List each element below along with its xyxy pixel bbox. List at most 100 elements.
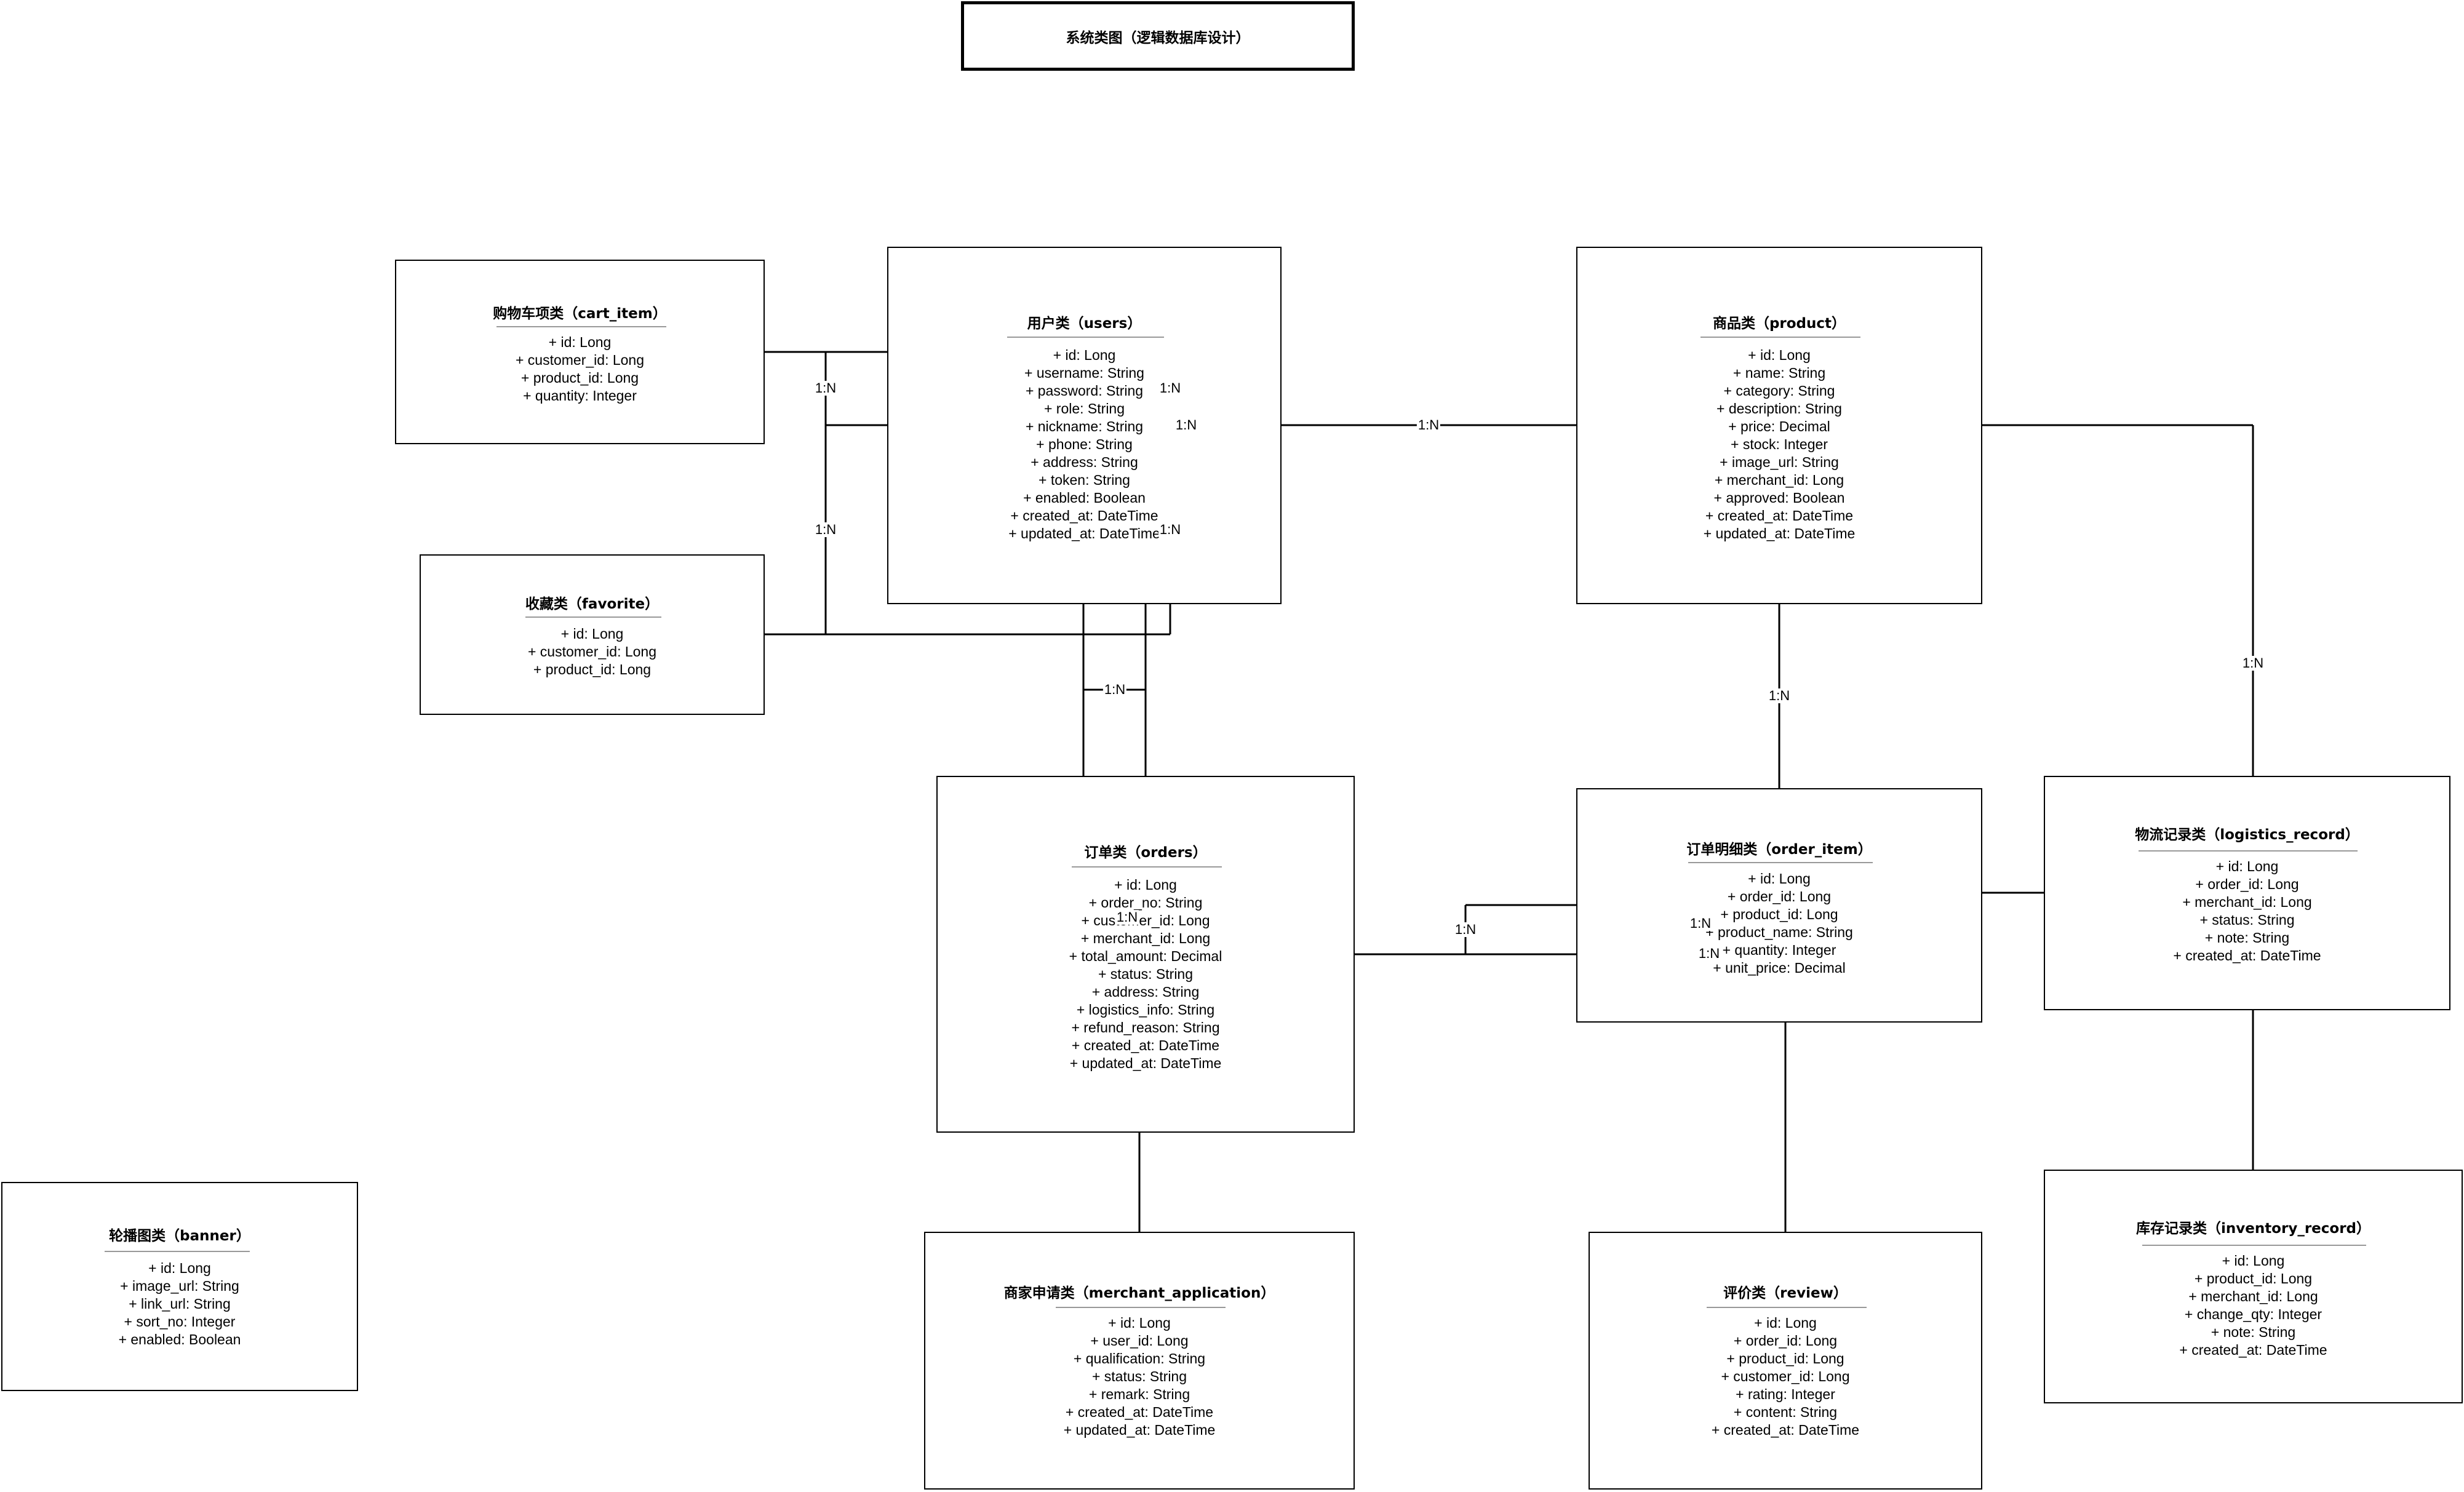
- class-field: + address: String: [1091, 984, 1200, 1000]
- class-field: + note: String: [2211, 1324, 2296, 1340]
- class-field: + order_id: Long: [1727, 888, 1832, 904]
- class-field: + product_name: String: [1705, 924, 1853, 940]
- class-title: 评价类（review）: [1723, 1285, 1848, 1301]
- class-title: 商家申请类（merchant_application）: [1003, 1285, 1275, 1301]
- class-orders: 订单类（orders） + id: Long+ order_no: String…: [936, 776, 1355, 1133]
- class-field: + merchant_id: Long: [2188, 1288, 2318, 1304]
- class-field: + id: Long: [148, 1260, 211, 1276]
- class-field: + price: Decimal: [1728, 418, 1830, 434]
- class-field: + created_at: DateTime: [1071, 1037, 1220, 1053]
- class-field: + status: String: [1098, 966, 1194, 982]
- class-review: 评价类（review） + id: Long+ order_id: Long+ …: [1589, 1232, 1982, 1490]
- class-logistics-record: 物流记录类（logistics_record） + id: Long + orde…: [2044, 776, 2450, 1010]
- class-field: + updated_at: DateTime: [1069, 1055, 1222, 1071]
- class-fields: + id: Long+ order_id: Long+ product_id: …: [1577, 870, 1981, 977]
- class-field: + order_id: Long: [2195, 876, 2299, 892]
- relation-label: 1:N: [1416, 417, 1441, 433]
- class-title: 商品类（product）: [1712, 316, 1846, 332]
- class-field: + approved: Boolean: [1713, 490, 1845, 506]
- class-field: + logistics_info: String: [1076, 1002, 1215, 1018]
- relation-label: 1:N: [2241, 655, 2265, 671]
- class-field: + id: Long: [2222, 1253, 2285, 1269]
- class-field: + token: String: [1039, 472, 1130, 488]
- class-field: + id: Long: [1754, 1315, 1817, 1331]
- class-product: 商品类（product） + id: Long+ name: String+ c…: [1576, 247, 1982, 604]
- class-field: + created_at: DateTime: [2173, 947, 2321, 963]
- class-field: + role: String: [1043, 401, 1125, 417]
- class-field: + created_at: DateTime: [1705, 508, 1854, 524]
- class-field: + id: Long: [1108, 1315, 1171, 1331]
- class-divider: [1072, 866, 1222, 868]
- class-field: + password: String: [1025, 383, 1144, 399]
- class-title: 购物车项类（cart_item）: [493, 306, 667, 322]
- class-favorite: 收藏类（favorite） + id: Long + customer_id: L…: [420, 554, 765, 715]
- class-title: 订单明细类（order_item）: [1686, 842, 1872, 858]
- class-field: + change_qty: Integer: [2184, 1306, 2322, 1322]
- class-divider: [2139, 850, 2358, 852]
- relation-label: 1:N: [813, 380, 838, 396]
- relation-label: 1:N: [1174, 417, 1198, 433]
- class-field: + link_url: String: [129, 1296, 231, 1312]
- class-field: + note: String: [2204, 930, 2290, 946]
- class-fields: + id: Long+ user_id: Long+ qualification…: [925, 1314, 1354, 1439]
- class-field: + product_id: Long: [2194, 1271, 2313, 1287]
- class-field: + image_url: String: [120, 1278, 239, 1294]
- class-users: 用户类（users） + id: Long+ username: String+…: [887, 247, 1282, 604]
- class-field: + customer_id: Long: [515, 352, 645, 368]
- class-field: + product_id: Long: [533, 661, 652, 677]
- class-field: + rating: Integer: [1736, 1386, 1835, 1402]
- class-field: + enabled: Boolean: [118, 1331, 241, 1347]
- class-fields: + id: Long + username: String + password: …: [888, 346, 1280, 543]
- class-title: 订单类（orders）: [1084, 845, 1207, 861]
- class-field: + customer_id: Long: [1081, 912, 1210, 928]
- class-divider: [1700, 337, 1860, 338]
- class-field: + unit_price: Decimal: [1713, 960, 1846, 976]
- class-field: + status: String: [1091, 1368, 1187, 1384]
- class-fields: + id: Long + product_id: Long+ merchant_i…: [2045, 1252, 2462, 1359]
- class-field: + customer_id: Long: [527, 644, 657, 660]
- class-field: + id: Long: [548, 334, 612, 350]
- relation-label: 1:N: [1767, 688, 1792, 703]
- class-fields: + id: Long + order_id: Long + merchant_id:…: [2045, 858, 2449, 965]
- relation-label: 1:N: [1697, 946, 1721, 961]
- class-divider: [2142, 1245, 2366, 1246]
- class-fields: + id: Long+ name: String+ category: Stri…: [1577, 346, 1981, 543]
- class-field: + customer_id: Long: [1721, 1368, 1850, 1384]
- class-divider: [1007, 337, 1164, 338]
- class-divider: [1707, 1307, 1867, 1308]
- class-divider: [1056, 1307, 1226, 1308]
- class-field: + user_id: Long: [1090, 1333, 1189, 1349]
- class-title: 用户类（users）: [1027, 316, 1142, 332]
- class-field: + product_id: Long: [1726, 1350, 1844, 1366]
- class-field: + nickname: String: [1025, 418, 1144, 434]
- class-field: + quantity: Integer: [1722, 942, 1836, 958]
- class-field: + id: Long: [560, 626, 624, 642]
- class-field: + refund_reason: String: [1071, 1019, 1220, 1035]
- relation-label: 1:N: [813, 522, 838, 537]
- class-order-item: 订单明细类（order_item） + id: Long+ order_id: …: [1576, 788, 1982, 1023]
- class-cart-item: 购物车项类（cart_item） + id: Long + customer_id…: [395, 260, 765, 444]
- class-field: + username: String: [1024, 365, 1144, 381]
- class-title: 收藏类（favorite）: [525, 596, 660, 612]
- relation-label: 1:N: [1115, 909, 1139, 925]
- class-field: + id: Long: [1053, 347, 1116, 363]
- class-field: + created_at: DateTime: [2179, 1342, 2327, 1358]
- class-field: + id: Long: [2215, 858, 2279, 874]
- relation-label: 1:N: [1158, 522, 1182, 537]
- class-divider: [496, 326, 666, 327]
- relation-label: 1:N: [1688, 916, 1713, 931]
- class-field: + category: String: [1723, 383, 1835, 399]
- class-field: + created_at: DateTime: [1010, 508, 1158, 524]
- class-field: + created_at: DateTime: [1065, 1404, 1214, 1420]
- class-field: + order_no: String: [1088, 895, 1203, 911]
- class-field: + created_at: DateTime: [1711, 1422, 1860, 1438]
- class-field: + enabled: Boolean: [1023, 490, 1146, 506]
- class-title: 物流记录类（logistics_record）: [2135, 827, 2359, 843]
- class-fields: + id: Long+ customer_id: Long+ product_i…: [396, 333, 764, 405]
- class-field: + updated_at: DateTime: [1703, 525, 1856, 541]
- class-field: + address: String: [1031, 454, 1138, 470]
- class-fields: + id: Long+ order_no: String+ customer_i…: [938, 876, 1354, 1072]
- class-field: + merchant_id: Long: [2182, 894, 2312, 910]
- relation-label: 1:N: [1102, 682, 1127, 697]
- class-field: + total_amount: Decimal: [1069, 948, 1222, 964]
